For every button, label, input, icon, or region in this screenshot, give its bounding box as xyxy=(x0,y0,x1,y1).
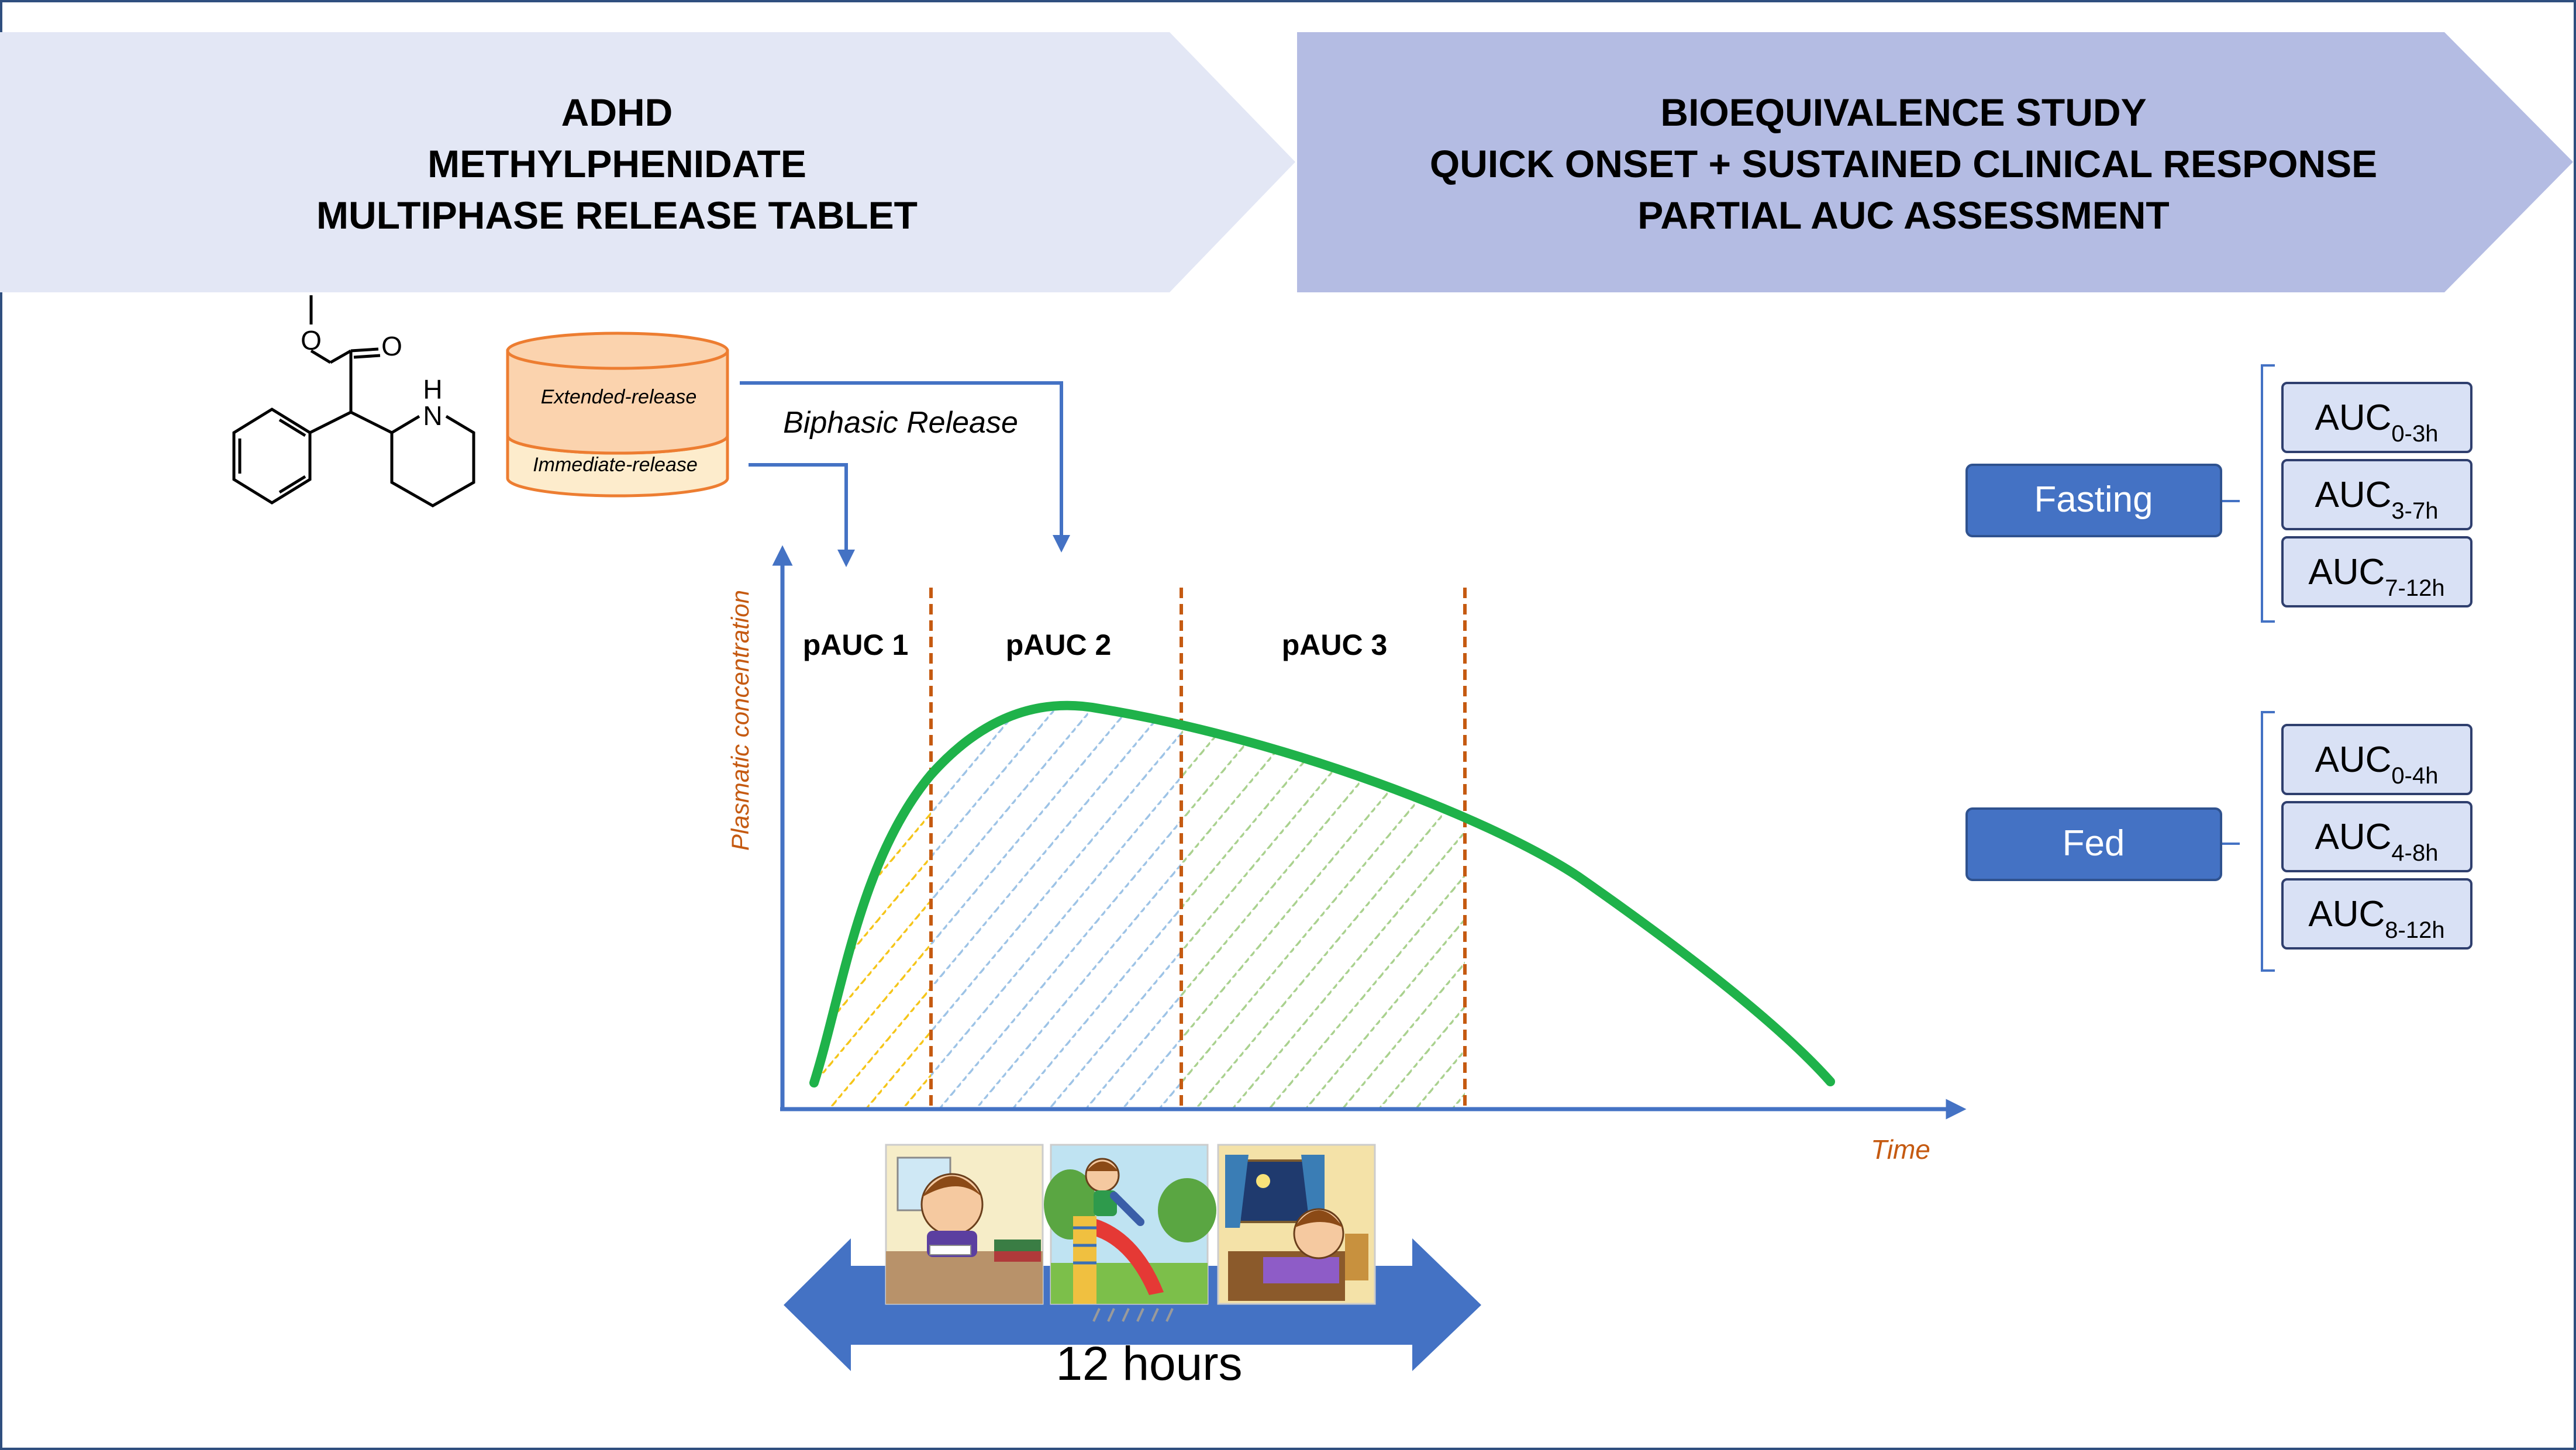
extended-release-arrow xyxy=(740,381,1070,553)
banner-left: ADHD METHYLPHENIDATE MULTIPHASE RELEASE … xyxy=(0,32,1295,292)
auc-label-fed-3: AUC8-12h xyxy=(2308,894,2444,943)
banner-left-line-3: MULTIPHASE RELEASE TABLET xyxy=(316,194,918,237)
fasting-button[interactable] xyxy=(1965,464,2222,537)
auc-box-fed-3 xyxy=(2281,878,2472,950)
duration-label: 12 hours xyxy=(1056,1337,1242,1390)
immediate-release-arrow xyxy=(749,463,855,567)
scene-studying xyxy=(885,1144,1044,1305)
pauc-3-hatch-area xyxy=(1181,724,1465,1109)
fasting-brace xyxy=(2261,364,2275,623)
banner-left-line-2: METHYLPHENIDATE xyxy=(427,142,806,185)
auc-box-fasting-2 xyxy=(2281,459,2472,530)
auc-label-fasting-3: AUC7-12h xyxy=(2308,552,2444,601)
fasting-button-label: Fasting xyxy=(2034,479,2153,520)
fed-group: Fed AUC0-4h AUC4-8h AUC8-12h xyxy=(1965,711,2472,972)
banner-right-line-1: BIOEQUIVALENCE STUDY xyxy=(1660,91,2146,134)
section-label-pauc-1: pAUC 1 xyxy=(803,629,909,661)
tablet-immediate-release-label: Immediate-release xyxy=(533,454,698,476)
biphasic-release-label: Biphasic Release xyxy=(783,406,1018,440)
auc-label-fasting-1: AUC0-3h xyxy=(2315,398,2439,447)
pauc-1-hatch-area xyxy=(814,775,931,1109)
banner-left-line-1: ADHD xyxy=(561,91,673,134)
atom-oxygen-ester: O xyxy=(301,325,322,355)
banner-left-shape xyxy=(0,32,1295,292)
auc-box-fed-2 xyxy=(2281,801,2472,872)
section-label-pauc-2: pAUC 2 xyxy=(1006,629,1112,661)
banner-right-shape xyxy=(1297,32,2573,292)
fed-button-label: Fed xyxy=(2063,823,2125,864)
tablet-cylinder xyxy=(506,332,729,498)
concentration-curve xyxy=(809,700,1835,1088)
auc-box-fasting-3 xyxy=(2281,536,2472,607)
methylphenidate-structure xyxy=(232,295,475,508)
atom-oxygen-carbonyl: O xyxy=(381,331,402,361)
tablet-extended-release-label: Extended-release xyxy=(541,386,697,408)
x-axis-label: Time xyxy=(1871,1134,1930,1165)
fasting-group: Fasting AUC0-3h AUC3-7h AUC7-12h xyxy=(1965,364,2472,623)
auc-label-fasting-2: AUC3-7h xyxy=(2315,475,2439,524)
pk-chart: Plasmatic concentration Time pAUC 1 pAUC… xyxy=(726,545,1967,1165)
fed-brace xyxy=(2261,711,2275,972)
auc-box-fed-1 xyxy=(2281,724,2472,795)
fed-button[interactable] xyxy=(1965,807,2222,881)
scene-playground-slide xyxy=(1044,1144,1216,1305)
atom-hydrogen: H xyxy=(423,374,442,405)
banner-right-line-3: PARTIAL AUC ASSESSMENT xyxy=(1637,194,2169,237)
atom-nitrogen: N xyxy=(423,401,442,431)
slide-motion-lines xyxy=(1092,1308,1174,1322)
scene-bedtime xyxy=(1217,1144,1376,1305)
pauc-2-hatch-area xyxy=(931,705,1181,1109)
auc-label-fed-2: AUC4-8h xyxy=(2315,817,2439,866)
section-label-pauc-3: pAUC 3 xyxy=(1282,629,1388,661)
y-axis-label: Plasmatic concentration xyxy=(726,590,754,851)
banner-right-line-2: QUICK ONSET + SUSTAINED CLINICAL RESPONS… xyxy=(1430,142,2377,185)
auc-box-fasting-1 xyxy=(2281,382,2472,453)
auc-label-fed-1: AUC0-4h xyxy=(2315,740,2439,789)
banner-right: BIOEQUIVALENCE STUDY QUICK ONSET + SUSTA… xyxy=(1297,32,2573,292)
